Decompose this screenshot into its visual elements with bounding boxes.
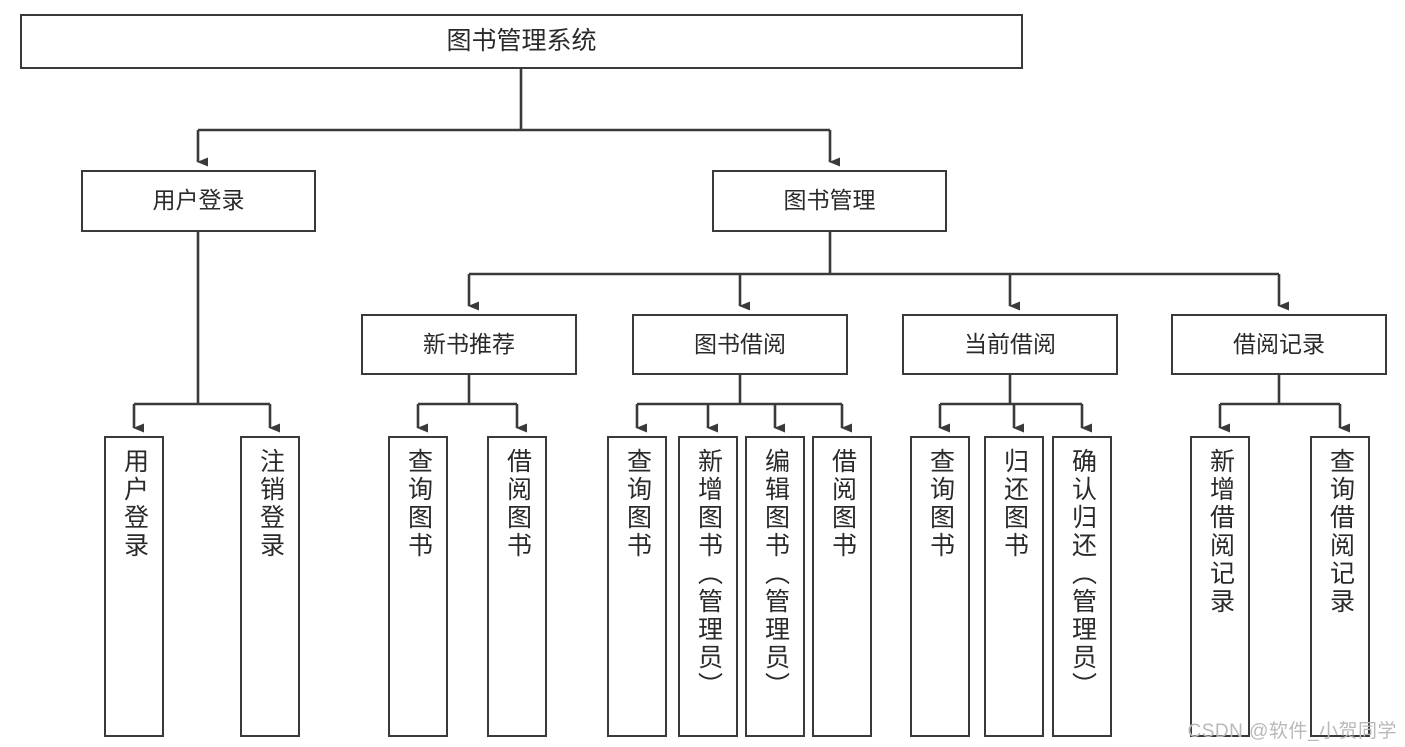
leaf-node-label: 查询图书 — [926, 448, 955, 560]
leaf-node[interactable]: 用户登录 — [104, 436, 164, 737]
leaf-node-label: 注销登录 — [256, 448, 285, 560]
leaf-node-label: 用户登录 — [120, 448, 149, 560]
leaf-node[interactable]: 确认归还（管理员） — [1052, 436, 1112, 737]
leaf-node-label: 编辑图书（管理员） — [761, 448, 790, 700]
node-root[interactable]: 图书管理系统 — [20, 14, 1023, 69]
node-borrow-records-label: 借阅记录 — [1233, 330, 1325, 357]
leaf-node[interactable]: 查询图书 — [607, 436, 667, 737]
node-user-login-label: 用户登录 — [152, 187, 245, 214]
leaf-node-label: 新增借阅记录 — [1206, 448, 1235, 616]
leaf-node-label: 查询借阅记录 — [1326, 448, 1355, 616]
leaf-node[interactable]: 查询借阅记录 — [1310, 436, 1370, 737]
leaf-node[interactable]: 借阅图书 — [812, 436, 872, 737]
node-book-management-label: 图书管理 — [783, 187, 876, 214]
node-new-book-recommend[interactable]: 新书推荐 — [361, 314, 577, 375]
node-new-book-recommend-label: 新书推荐 — [423, 330, 515, 357]
node-root-label: 图书管理系统 — [446, 26, 597, 55]
leaf-node[interactable]: 注销登录 — [240, 436, 300, 737]
leaf-node[interactable]: 新增图书（管理员） — [678, 436, 738, 737]
leaf-node[interactable]: 归还图书 — [984, 436, 1044, 737]
leaf-node-label: 借阅图书 — [828, 448, 857, 560]
leaf-node[interactable]: 查询图书 — [388, 436, 448, 737]
leaf-node[interactable]: 新增借阅记录 — [1190, 436, 1250, 737]
node-current-borrow[interactable]: 当前借阅 — [902, 314, 1118, 375]
node-book-borrow-label: 图书借阅 — [694, 330, 786, 357]
leaf-node-label: 借阅图书 — [503, 448, 532, 560]
node-borrow-records[interactable]: 借阅记录 — [1171, 314, 1387, 375]
leaf-node[interactable]: 查询图书 — [910, 436, 970, 737]
node-user-login[interactable]: 用户登录 — [81, 170, 316, 232]
node-book-management[interactable]: 图书管理 — [712, 170, 947, 232]
leaf-node-label: 查询图书 — [623, 448, 652, 560]
watermark-text: CSDN @软件_小贺同学 — [1187, 721, 1397, 742]
leaf-node[interactable]: 借阅图书 — [487, 436, 547, 737]
leaf-node-label: 新增图书（管理员） — [694, 448, 723, 700]
leaf-node-label: 归还图书 — [1000, 448, 1029, 560]
node-current-borrow-label: 当前借阅 — [964, 330, 1056, 357]
node-book-borrow[interactable]: 图书借阅 — [632, 314, 848, 375]
leaf-node-label: 查询图书 — [404, 448, 433, 560]
leaf-node[interactable]: 编辑图书（管理员） — [745, 436, 805, 737]
leaf-node-label: 确认归还（管理员） — [1068, 448, 1097, 700]
